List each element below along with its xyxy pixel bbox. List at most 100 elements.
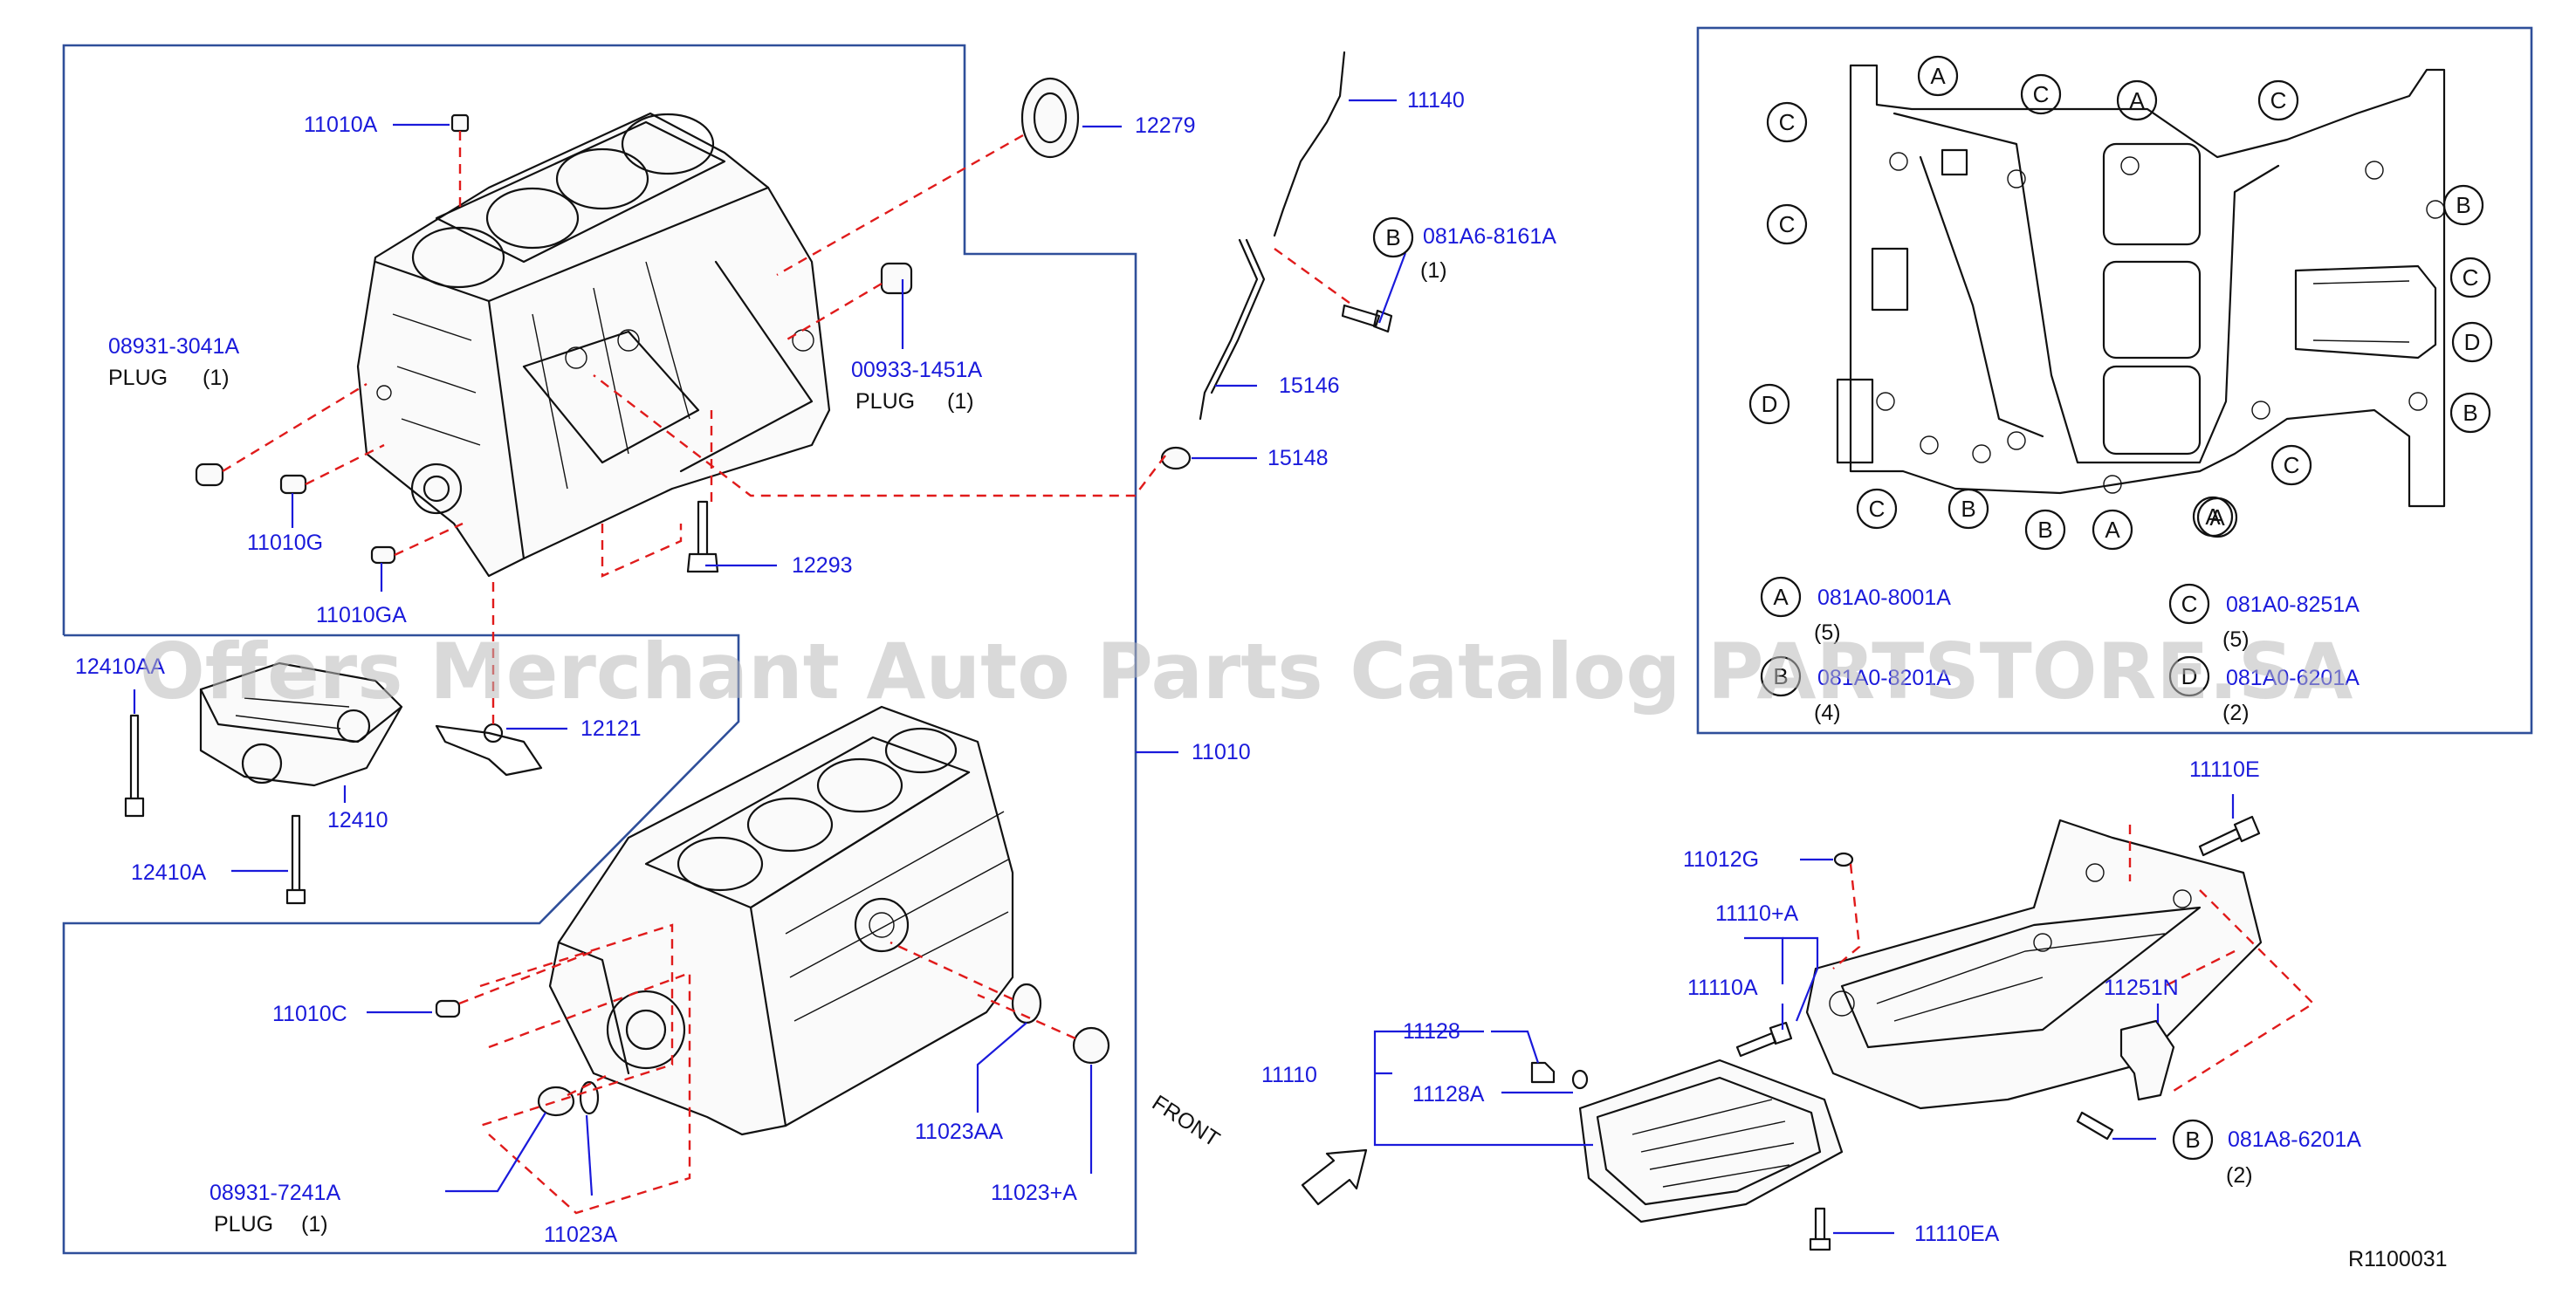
inset-marker-c: C [2270,444,2312,486]
bolt-11110EA [1809,1207,1831,1251]
legend-row-c: C 081A0-8251A (5) [2168,583,2360,652]
assembly-lines [222,131,2315,1215]
bolt-12410AA [124,714,145,818]
label-11023AA: 11023AA [915,1120,1003,1144]
front-label: FRONT [1148,1091,1224,1152]
inset-marker-a: A [2192,496,2234,538]
label-11110E: 11110E [2189,757,2260,782]
washer-11128A [1571,1069,1589,1090]
label-11128: 11128 [1403,1019,1460,1044]
inset-marker-d: D [1748,383,1790,425]
label-08931-3041A: 08931-3041A [108,334,239,359]
label-11010: 11010 [1192,740,1251,764]
plug-11012G [1833,852,1854,867]
svg-text:(2): (2) [2222,701,2250,725]
front-arrow: FRONT [1148,1091,1368,1206]
plug-11023A [1072,1026,1110,1065]
inset-marker-b: B [2442,184,2484,226]
inset-marker-c: C [1766,101,1808,143]
inset-marker-a: A [1917,55,1959,97]
svg-text:(5): (5) [2222,627,2250,652]
leader-lines [133,99,2235,1235]
label-11012G: 11012G [1683,847,1759,872]
svg-text:081A0-8201A: 081A0-8201A [1817,666,1951,690]
label-11010GA: 11010GA [316,603,407,627]
svg-text:(5): (5) [1814,620,1841,645]
drain-bolt-11128 [1530,1061,1556,1084]
part-labels: 11010A 12279 11140 081A6-8161A (1) 08931… [75,88,2448,1271]
callout-b-bolt-081A6: B [1372,216,1414,258]
oring-11023A [579,1080,600,1115]
dowel-11010C [435,999,461,1018]
inset-marker-a: A [2116,79,2158,121]
bolt-12410A [285,814,306,905]
legend-row-d: D 081A0-6201A (2) [2168,655,2360,725]
legend-row-a: A 081A0-8001A (5) [1760,576,1951,645]
label-12121: 12121 [580,716,642,741]
label-plug-3: PLUG [214,1212,273,1237]
inset-marker-b: B [2024,509,2066,551]
dowel-11010GA [370,545,396,565]
svg-text:C: C [1779,211,1796,237]
svg-text:A: A [1930,63,1946,89]
watermark: Offers Merchant Auto Parts Catalog PARTS… [140,627,2353,716]
inset-frame [1696,26,2533,735]
svg-text:(4): (4) [1814,701,1841,725]
label-081A6-8161A: 081A6-8161A [1423,224,1556,249]
diagram-code: R1100031 [2348,1247,2448,1271]
inset-marker-c: C [1766,203,1808,245]
label-plug-2: PLUG [855,389,915,414]
svg-text:C: C [2181,591,2198,617]
label-11140: 11140 [1407,88,1465,113]
label-plug-3-qty: (1) [301,1212,328,1237]
svg-text:A: A [2209,504,2225,531]
label-plug-1: PLUG [108,366,168,390]
gasket-15148 [1160,446,1192,470]
svg-text:D: D [2464,329,2481,355]
bolt-081A8 [2076,1111,2114,1141]
svg-text:B: B [1961,496,1975,522]
small-parts [124,51,2261,1251]
label-plug-2-qty: (1) [947,389,974,414]
label-plug-1-qty: (1) [203,366,230,390]
oil-pump [199,661,403,787]
inset-marker-d: D [2451,321,2493,363]
bolt-12293 [686,500,719,573]
svg-text:B: B [2185,1127,2200,1153]
legend-row-b: B 081A0-8201A (4) [1760,655,1951,725]
label-12410: 12410 [327,808,388,832]
bolt-11110E [2198,815,2261,857]
svg-text:D: D [1762,391,1778,417]
inset-legend: A 081A0-8001A (5) B 081A0-8201A (4) C 08… [1760,576,2360,725]
label-12410AA: 12410AA [75,654,165,679]
svg-text:C: C [1779,109,1796,135]
bracket-12121 [435,724,543,777]
plug-08931-7241A [537,1086,575,1117]
label-11023A: 11023A [544,1223,618,1247]
svg-text:B: B [2463,400,2477,426]
label-081A8-6201A: 081A8-6201A [2228,1127,2361,1152]
label-11010C: 11010C [272,1002,347,1026]
label-11110-plus-A: 11110+A [1715,901,1799,926]
label-12293: 12293 [792,553,853,578]
inset-marker-c: C [2020,73,2062,115]
oil-pan-lower [1578,1059,1844,1223]
plug-08931-3041A [195,462,224,487]
svg-text:A: A [2105,517,2120,543]
inset-marker-c: C [2257,79,2299,121]
label-11251N: 11251N [2104,976,2179,1000]
inset-marker-b: B [1947,488,1989,530]
svg-text:C: C [1869,496,1886,522]
dowel-11010G [279,474,307,495]
label-11110: 11110 [1261,1063,1317,1087]
label-11023-plus-A: 11023+A [991,1181,1077,1205]
inset-lower-block [1836,64,2446,508]
oil-seal-12279 [1020,77,1080,159]
svg-text:C: C [2284,452,2300,478]
plug-00933 [880,262,913,295]
label-11110EA: 11110EA [1914,1222,2000,1246]
label-00933-1451A: 00933-1451A [851,358,982,382]
plug-11010A [450,113,470,133]
